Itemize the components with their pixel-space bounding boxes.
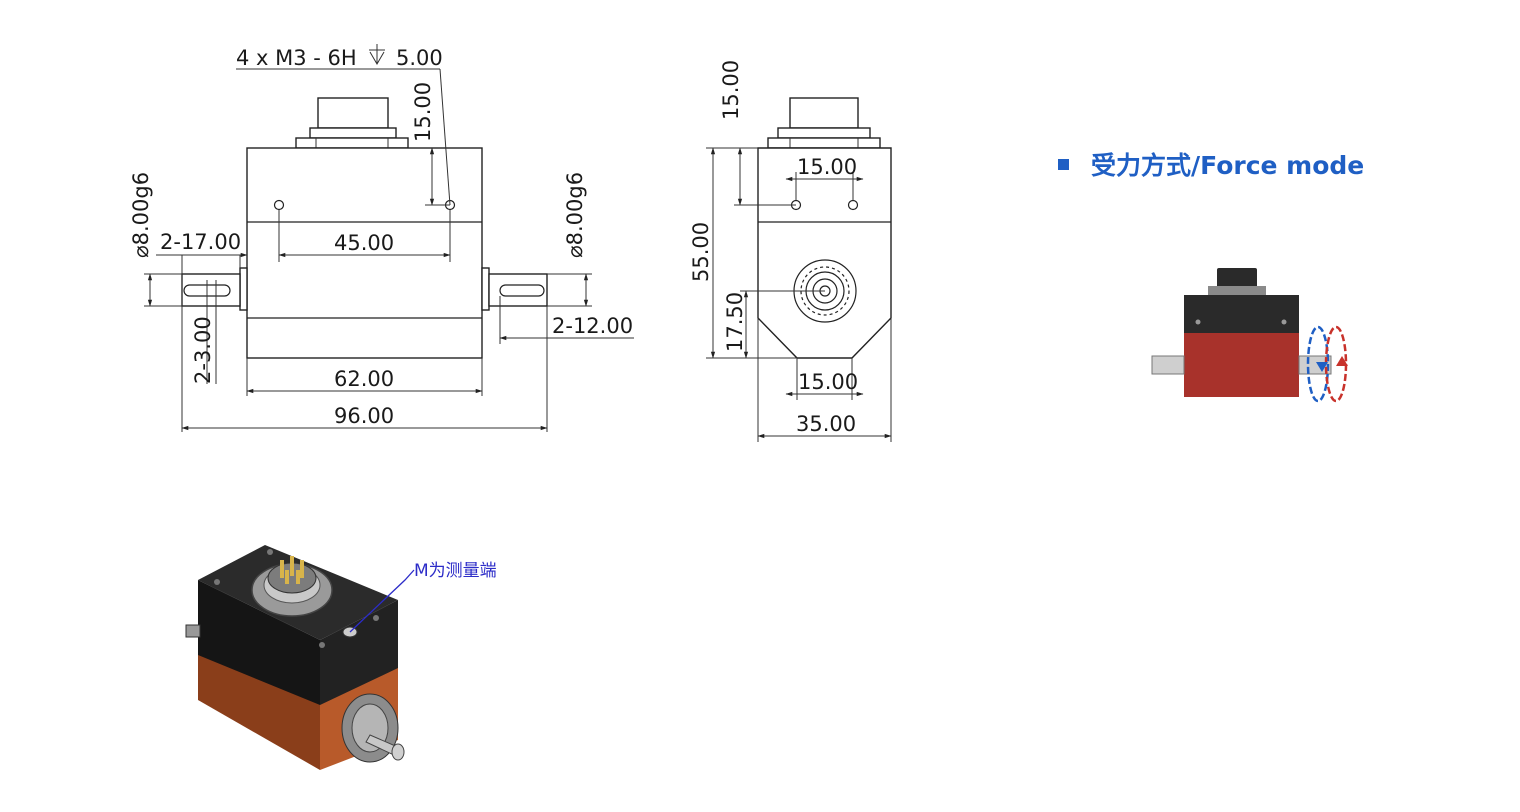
dim-right-shaft-dia: ⌀8.00g6 (563, 172, 587, 258)
bullet-square-icon (1058, 158, 1069, 170)
connector-base (295, 137, 409, 149)
side-dim-width: 35.00 (796, 412, 856, 436)
depth-symbol-icon (369, 44, 385, 65)
right-shaft (488, 273, 548, 307)
callout-text: 4 x M3 - 6H (236, 46, 357, 70)
measuring-end-note: M为测量端 (414, 561, 497, 581)
callout-depth: 5.00 (396, 46, 443, 70)
side-view: 15.00 15.00 55.00 17.50 15.00 35.00 (689, 60, 892, 442)
dim-overall-length: 96.00 (334, 404, 394, 428)
side-dim-top-height: 15.00 (719, 60, 743, 120)
force-mode-illustration (1151, 268, 1348, 403)
dim-left-key: 2-17.00 (160, 230, 241, 254)
side-dim-bottom-flat: 15.00 (798, 370, 858, 394)
force-mode-title: 受力方式/Force mode (1058, 146, 1364, 182)
side-dim-total-height: 55.00 (689, 222, 713, 282)
dim-right-key: 2-12.00 (552, 314, 633, 338)
dim-top-offset: 15.00 (411, 82, 435, 142)
side-dim-center-height: 17.50 (723, 292, 747, 352)
isometric-view (185, 545, 415, 770)
mount-hole-left (273, 199, 285, 211)
connector-nut (309, 127, 397, 139)
side-dim-hole-spacing: 15.00 (797, 155, 857, 179)
force-mode-label: 受力方式/Force mode (1091, 151, 1365, 180)
connector-cap (317, 97, 389, 129)
dim-left-shaft-dia: ⌀8.00g6 (129, 172, 153, 258)
rotation-arrows-icon (1306, 325, 1348, 403)
dim-hole-spacing: 45.00 (334, 231, 394, 255)
dim-left-key-width: 2-3.00 (191, 316, 215, 384)
front-view: 4 x M3 - 6H 5.00 15.00 45.00 2-17.00 ⌀8.… (129, 44, 634, 432)
dim-body-length: 62.00 (334, 367, 394, 391)
left-shaft (181, 273, 241, 307)
